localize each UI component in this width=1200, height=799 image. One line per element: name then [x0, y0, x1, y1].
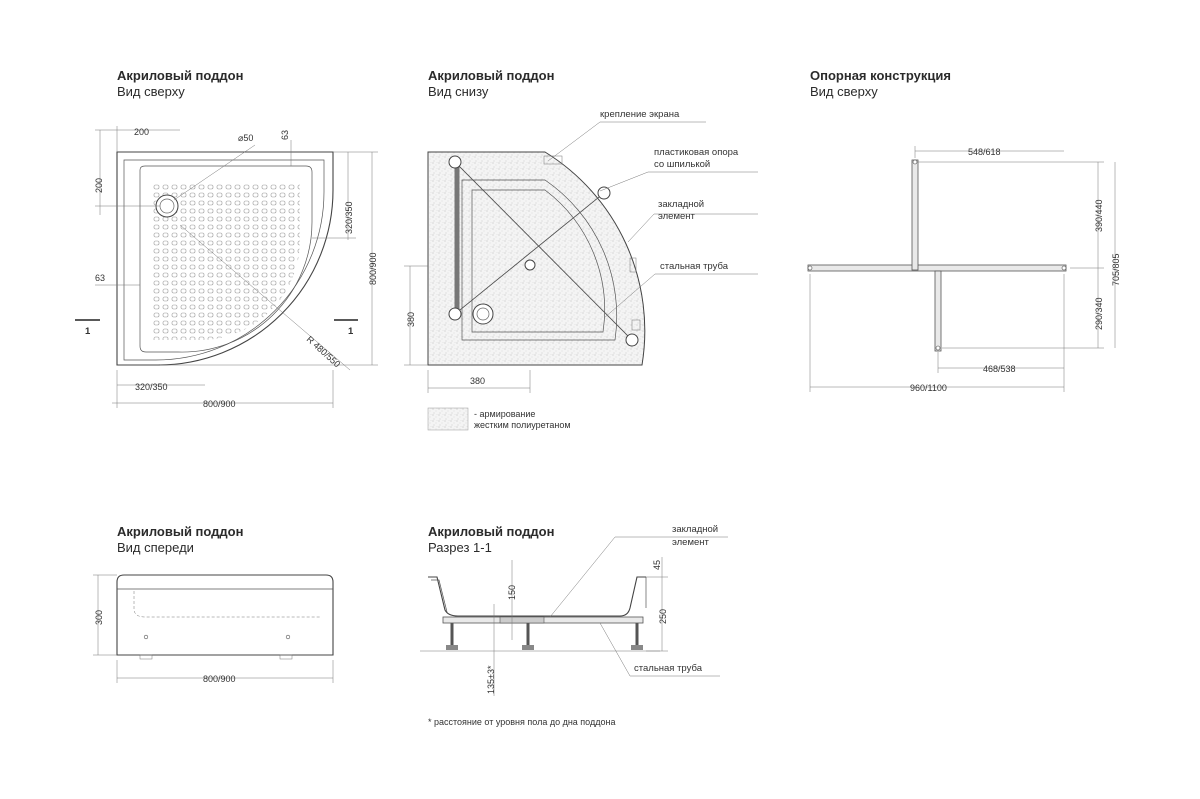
top-view-title: Акриловый поддон — [117, 68, 244, 83]
label-embedded-element-2: элемент — [658, 211, 696, 222]
dim-top-200-vertical: 200 — [94, 178, 104, 193]
section-marker-left: 1 — [85, 326, 91, 337]
section-view-drawing: закладной элемент 45 150 250 135±3* стал… — [420, 524, 728, 696]
dim-top-drain-diameter: ⌀50 — [238, 133, 253, 143]
dim-section-250: 250 — [658, 609, 668, 624]
dim-support-290: 290/340 — [1094, 297, 1104, 330]
label-steel-pipe: стальная труба — [660, 261, 729, 272]
section-view-title: Акриловый поддон — [428, 524, 555, 539]
label-screen-mount: крепление экрана — [600, 109, 680, 120]
support-view-subtitle: Вид сверху — [810, 84, 878, 99]
dim-section-45: 45 — [652, 560, 662, 570]
bottom-view-subtitle: Вид снизу — [428, 84, 489, 99]
dim-section-150: 150 — [507, 585, 517, 600]
section-label-steel-pipe: стальная труба — [634, 663, 703, 674]
label-embedded-element-1: закладной — [658, 199, 704, 210]
bottom-view-drawing: крепление экрана пластиковая опора со шп… — [404, 109, 758, 431]
dim-top-320-vertical: 320/350 — [344, 201, 354, 234]
top-view-subtitle: Вид сверху — [117, 84, 185, 99]
dim-support-705: 705/805 — [1111, 253, 1121, 286]
dim-section-135: 135±3* — [486, 665, 496, 694]
dim-front-300: 300 — [94, 610, 104, 625]
front-view-subtitle: Вид спереди — [117, 540, 194, 555]
support-view-title: Опорная конструкция — [810, 68, 951, 83]
section-label-embedded-1: закладной — [672, 524, 718, 535]
dim-bottom-380-horizontal: 380 — [470, 376, 485, 386]
section-marker-right: 1 — [348, 326, 354, 337]
legend-text-1: - армирование — [474, 409, 535, 419]
footnote: * расстояние от уровня пола до дна поддо… — [428, 717, 616, 727]
dim-support-390: 390/440 — [1094, 199, 1104, 232]
top-view-drawing: 200 ⌀50 63 200 320/350 800/900 63 1 1 R … — [75, 126, 378, 409]
label-plastic-support-2: со шпилькой — [654, 159, 710, 170]
dim-top-63-top: 63 — [280, 130, 290, 140]
dim-top-200-horizontal: 200 — [134, 127, 149, 137]
dim-top-63-left: 63 — [95, 273, 105, 283]
dim-top-800-vertical: 800/900 — [368, 252, 378, 285]
dim-support-960: 960/1100 — [910, 383, 947, 393]
label-plastic-support-1: пластиковая опора — [654, 147, 739, 158]
support-drawing: 548/618 390/440 290/340 705/805 468/538 … — [807, 146, 1121, 393]
legend-swatch — [427, 407, 469, 431]
bottom-view-title: Акриловый поддон — [428, 68, 555, 83]
section-label-embedded-2: элемент — [672, 537, 710, 548]
dim-front-800: 800/900 — [203, 674, 236, 684]
dim-top-320-horizontal: 320/350 — [135, 382, 168, 392]
dim-top-radius: R 480/550 — [305, 334, 343, 369]
dim-support-548: 548/618 — [968, 147, 1001, 157]
front-view-title: Акриловый поддон — [117, 524, 244, 539]
dim-top-800-horizontal: 800/900 — [203, 399, 236, 409]
dim-support-468: 468/538 — [983, 364, 1016, 374]
legend-text-2: жестким полиуретаном — [474, 420, 571, 430]
front-view-drawing: 300 800/900 — [93, 574, 334, 684]
dim-bottom-380-vertical: 380 — [406, 312, 416, 327]
section-view-subtitle: Разрез 1-1 — [428, 540, 492, 555]
